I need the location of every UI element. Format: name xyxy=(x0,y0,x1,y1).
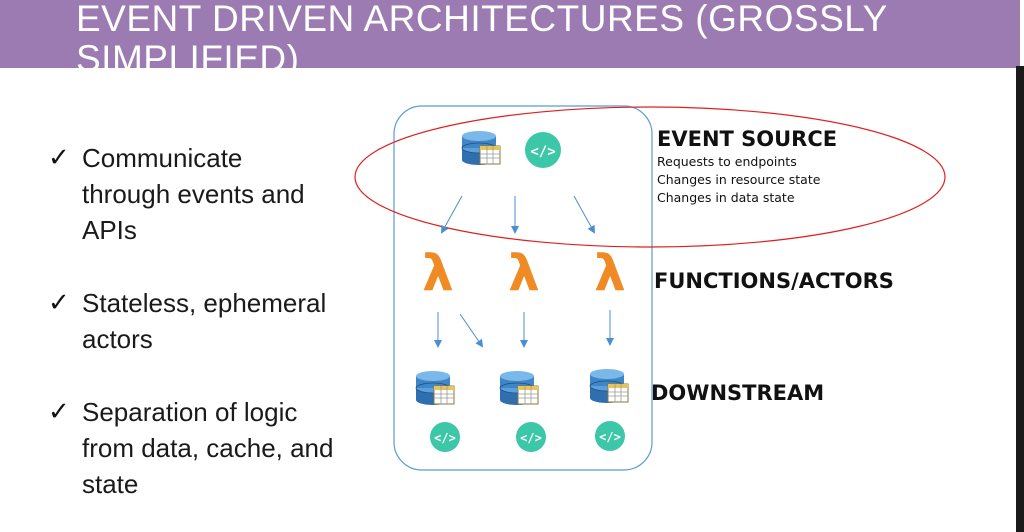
event-source-detail: Requests to endpoints xyxy=(657,154,797,169)
downstream-label: DOWNSTREAM xyxy=(651,381,825,405)
window-edge xyxy=(1016,66,1024,532)
event-source-database-icon xyxy=(461,130,501,166)
arrow xyxy=(459,313,484,348)
downstream-code-icon: </> xyxy=(516,422,546,452)
downstream-code-icon: </> xyxy=(595,421,625,451)
lambda-icon: λ xyxy=(422,244,454,302)
bullet-text: Separation of logic from data, cache, an… xyxy=(82,397,334,499)
downstream-database-icon xyxy=(499,370,539,406)
bullet-text: Stateless, ephemeral actors xyxy=(82,288,327,354)
bullet-item: ✓ Communicate through events and APIs xyxy=(48,140,388,248)
event-source-highlight-ellipse xyxy=(354,106,946,248)
event-source-code-icon: </> xyxy=(525,132,561,168)
bullet-item: ✓ Stateless, ephemeral actors xyxy=(48,285,388,357)
checkmark-icon: ✓ xyxy=(48,288,70,318)
checkmark-icon: ✓ xyxy=(48,143,70,173)
downstream-database-icon xyxy=(415,370,455,406)
bullet-text: Communicate through events and APIs xyxy=(82,143,305,245)
functions-label: FUNCTIONS/ACTORS xyxy=(654,269,894,293)
event-source-detail: Changes in data state xyxy=(657,190,795,205)
slide-title: EVENT DRIVEN ARCHITECTURES (GROSSLY SIMP… xyxy=(76,0,888,68)
event-source-detail: Changes in resource state xyxy=(657,172,821,187)
architecture-container xyxy=(393,105,653,471)
svg-text:</>: </> xyxy=(520,431,542,445)
lambda-icon: λ xyxy=(594,244,626,302)
svg-text:</>: </> xyxy=(434,431,456,445)
lambda-icon: λ xyxy=(508,244,540,302)
downstream-code-icon: </> xyxy=(430,422,460,452)
checkmark-icon: ✓ xyxy=(48,397,70,427)
event-source-label: EVENT SOURCE xyxy=(657,127,838,151)
downstream-database-icon xyxy=(589,368,629,404)
bullet-item: ✓ Separation of logic from data, cache, … xyxy=(48,394,388,502)
arrow xyxy=(441,195,463,234)
title-bar: EVENT DRIVEN ARCHITECTURES (GROSSLY SIMP… xyxy=(0,0,1020,68)
svg-text:</>: </> xyxy=(599,430,621,444)
arrow xyxy=(573,195,595,234)
svg-text:</>: </> xyxy=(530,144,555,160)
